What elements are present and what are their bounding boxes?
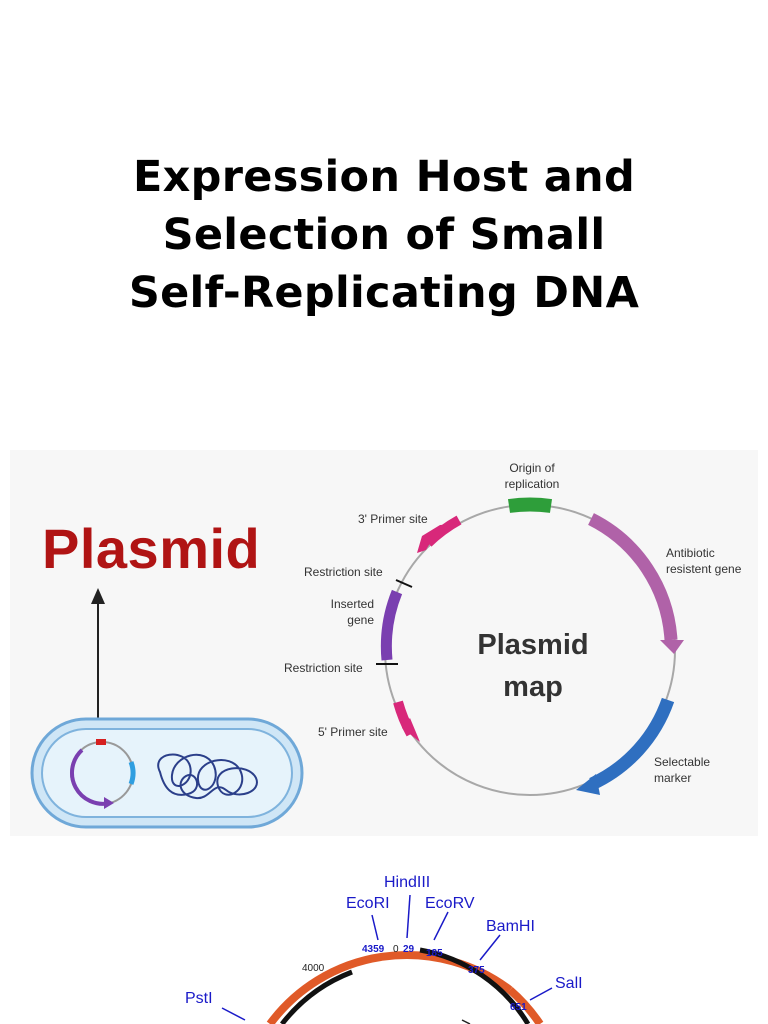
center-label-line2: map (503, 671, 563, 703)
site-bamhi: BamHI (486, 918, 535, 935)
restriction-site-top-mark (395, 579, 413, 588)
plasmid-heading: Plasmid (42, 517, 261, 580)
origin-label: Origin of replication (502, 460, 562, 492)
antibiotic-label: Antibiotic resistent gene (666, 545, 741, 577)
title-line-1: Expression Host and (132, 152, 636, 202)
primer3-label: 3' Primer site (358, 512, 428, 526)
site-ecori: EcoRI (346, 895, 390, 912)
plasmid-map (376, 497, 684, 796)
restriction-map-gene-arc (280, 969, 353, 1024)
site-hindiii: HindIII (384, 874, 431, 891)
selectable-segment (589, 697, 675, 790)
selectable-marker-label: Selectable marker (654, 754, 710, 786)
bacterium-plasmid (70, 739, 136, 809)
primer3-segment (424, 515, 462, 547)
primer5-arrow-icon (402, 718, 420, 742)
inserted-gene-segment (380, 589, 403, 661)
restriction-site-top-label: Restriction site (304, 565, 383, 579)
pos-4000: 4000 (302, 963, 325, 974)
antibiotic-segment (588, 513, 678, 641)
antibiotic-label-line1: Antibiotic (666, 546, 715, 560)
restriction-map (221, 894, 553, 1024)
selectable-label-line1: Selectable (654, 755, 711, 769)
antibiotic-label-line2: resistent gene (666, 562, 742, 576)
selectable-label-line2: marker (654, 771, 692, 785)
origin-label-line1: Origin of (509, 461, 555, 475)
inserted-gene-label: Inserted gene (312, 596, 374, 628)
primer5-label: 5' Primer site (318, 725, 388, 739)
site-sali: SalI (555, 975, 583, 992)
restriction-site-bottom-label: Restriction site (284, 661, 363, 675)
inserted-label-line2: gene (347, 613, 374, 627)
page-title: Expression Host and Selection of Small S… (0, 148, 768, 322)
pointer-arrow-head (91, 588, 105, 604)
origin-segment (507, 497, 553, 513)
pos-29: 29 (403, 944, 415, 955)
primer3-arrow-icon (417, 524, 455, 553)
pos-0: 0 (393, 944, 399, 955)
plasmid-map-center-label: Plasmid map (458, 624, 608, 708)
inserted-label-line1: Inserted (330, 597, 374, 611)
site-psti: PstI (185, 990, 213, 1007)
pos-185: 185 (426, 948, 443, 959)
selectable-arrow-icon (576, 774, 600, 795)
pos-4359: 4359 (362, 944, 385, 955)
origin-label-line2: replication (504, 477, 560, 491)
title-line-3: Self-Replicating DNA (128, 268, 640, 318)
site-ecorv: EcoRV (425, 895, 475, 912)
pos-651: 651 (510, 1002, 527, 1013)
bacterial-chromosome (157, 753, 258, 800)
center-label-line1: Plasmid (477, 629, 589, 661)
pos-375: 375 (468, 965, 485, 976)
title-line-2: Selection of Small (162, 210, 606, 260)
antibiotic-arrow-icon (660, 640, 684, 654)
